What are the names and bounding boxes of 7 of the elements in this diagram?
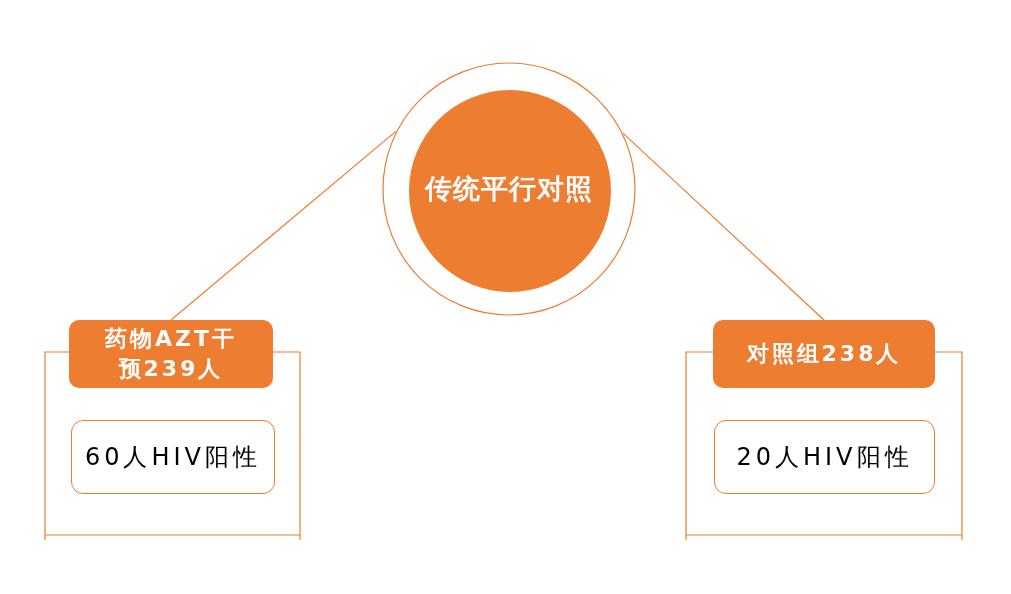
connector-line: [170, 130, 397, 321]
group-header-box: 药物AZT干预239人: [69, 320, 273, 388]
group-header-box: 对照组238人: [713, 320, 935, 388]
topic-label: 传统平行对照: [425, 172, 593, 206]
connector-line: [622, 132, 825, 321]
result-box: 20人HIV阳性: [714, 420, 935, 494]
result-box: 60人HIV阳性: [71, 420, 275, 494]
